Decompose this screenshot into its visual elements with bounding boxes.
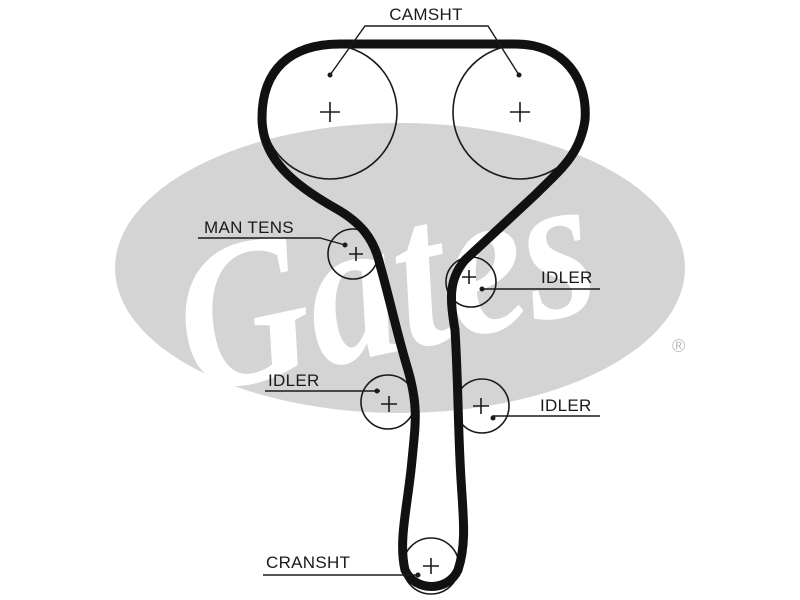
cross-mark-idler-upper-right <box>462 270 476 284</box>
label-manual-tensioner: MAN TENS <box>204 218 294 237</box>
timing-belt <box>257 39 590 591</box>
label-camshaft: CAMSHT <box>389 5 463 24</box>
gates-watermark-logo: Gates ® <box>115 123 685 440</box>
label-idler-lower-right: IDLER <box>540 396 592 415</box>
leader-camshaft <box>329 25 520 76</box>
cross-mark-idler-left <box>381 396 397 412</box>
dot-crankshaft <box>415 572 421 578</box>
labels: CAMSHT MAN TENS IDLER IDLER IDLER CRANSH… <box>204 5 593 572</box>
label-idler-upper-right: IDLER <box>541 268 593 287</box>
dot-idler-upper-right <box>479 286 485 292</box>
dot-manual-tensioner <box>342 242 348 248</box>
cross-mark-idler-lower-right <box>473 398 489 414</box>
dot-idler-lower-right <box>490 415 496 421</box>
watermark-ellipse <box>115 123 685 413</box>
watermark-trademark: ® <box>672 336 685 356</box>
dot-camshaft-left <box>327 72 333 78</box>
cross-mark-manual-tensioner <box>349 247 363 261</box>
label-crankshaft: CRANSHT <box>266 553 350 572</box>
leader-dots <box>327 72 522 578</box>
cross-mark-crankshaft <box>423 558 439 574</box>
dot-idler-left <box>374 388 380 394</box>
pulley-centre-marks <box>320 102 530 574</box>
dot-camshaft-right <box>516 72 522 78</box>
cross-mark-camshaft-right <box>510 102 530 122</box>
leader-lines <box>198 25 600 576</box>
label-idler-left: IDLER <box>268 371 320 390</box>
cross-mark-camshaft-left <box>320 102 340 122</box>
leader-manual-tensioner <box>198 237 346 246</box>
